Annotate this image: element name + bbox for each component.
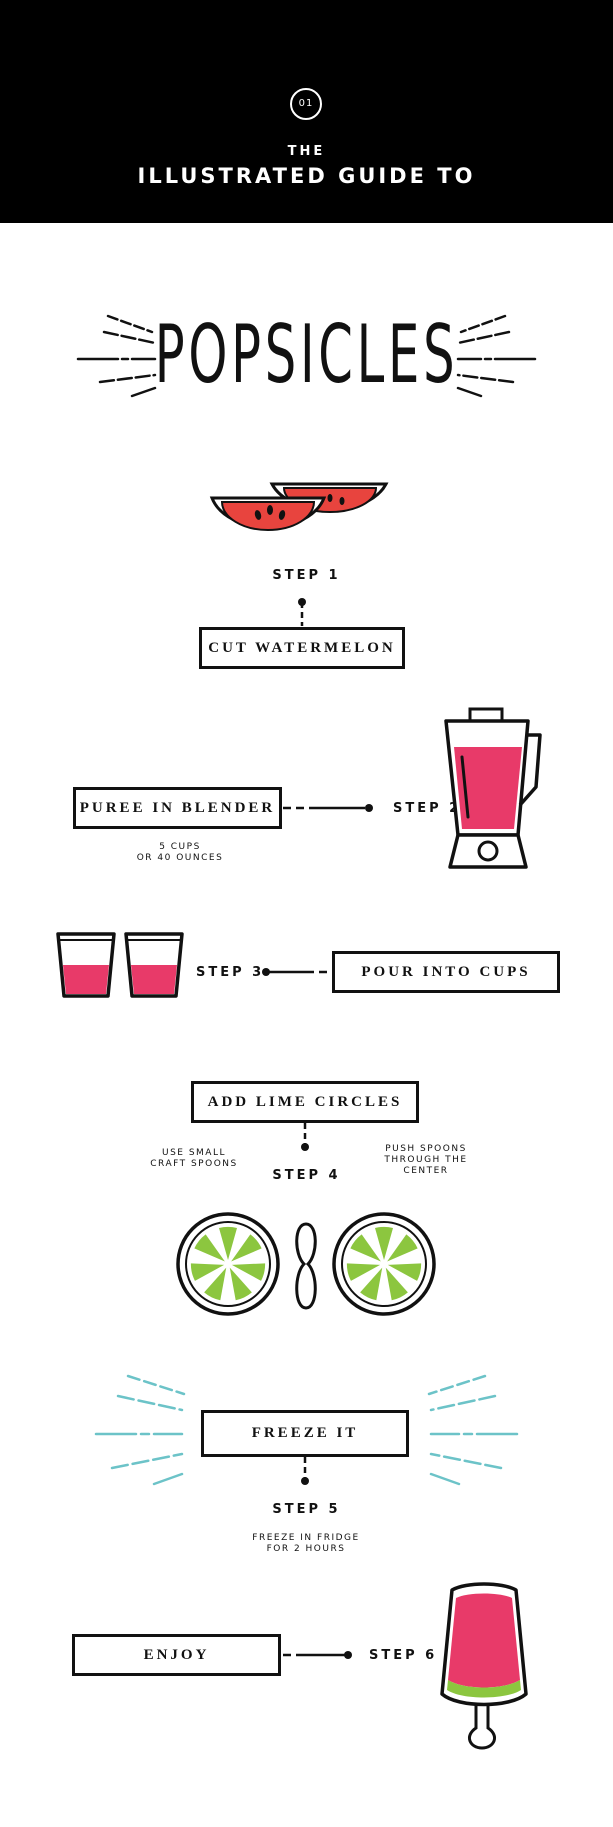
step-5-note: FREEZE IN FRIDGE FOR 2 HOURS	[236, 1533, 376, 1555]
step-5-connector	[301, 1457, 309, 1485]
step-2-action-box: PUREE IN BLENDER	[73, 787, 282, 829]
page-title: POPSICLES	[154, 308, 459, 401]
step-1-connector	[298, 598, 306, 626]
cups-icon	[56, 932, 184, 998]
step-4-note-left-line-1: USE SMALL	[161, 1148, 226, 1158]
step-6-connector	[283, 1651, 352, 1659]
step-4-note-left-line-2: CRAFT SPOONS	[150, 1159, 238, 1169]
step-4-note-right-line-1: PUSH SPOONS	[385, 1144, 467, 1154]
step-1-label: STEP 1	[272, 568, 341, 583]
step-5-action-box: FREEZE IT	[201, 1410, 409, 1457]
issue-number-badge: 01	[290, 88, 322, 120]
header-line-guide: ILLUSTRATED GUIDE TO	[137, 164, 476, 188]
lime-slices-icon	[176, 1212, 436, 1316]
step-6-label: STEP 6	[369, 1648, 438, 1663]
step-4-note-right: PUSH SPOONS THROUGH THE CENTER	[370, 1144, 482, 1177]
blender-icon	[444, 707, 542, 869]
header-line-the: THE	[287, 144, 326, 159]
watermelon-slices-icon	[209, 482, 389, 531]
step-3-action-box: POUR INTO CUPS	[332, 951, 560, 993]
step-2-connector	[283, 804, 373, 812]
step-4-note-right-line-2: THROUGH THE	[384, 1155, 468, 1165]
step-5-note-line-1: FREEZE IN FRIDGE	[252, 1533, 360, 1543]
freeze-burst-icon	[94, 1374, 519, 1486]
left-burst-lines-icon	[76, 314, 537, 398]
step-4-label: STEP 4	[272, 1168, 341, 1183]
step-5-note-line-2: FOR 2 HOURS	[266, 1544, 346, 1554]
step-2-note-line-1: 5 CUPS	[159, 842, 201, 852]
lime-left	[176, 1212, 280, 1316]
step-4-note-right-line-3: CENTER	[403, 1166, 449, 1176]
step-5-label: STEP 5	[272, 1502, 341, 1517]
step-4-note-left: USE SMALL CRAFT SPOONS	[138, 1148, 250, 1170]
step-2-note: 5 CUPS OR 40 OUNCES	[120, 842, 240, 864]
step-4-connector	[301, 1123, 309, 1151]
craft-spoon	[295, 1222, 317, 1310]
step-3-connector	[262, 968, 331, 976]
step-2-note-line-2: OR 40 OUNCES	[136, 853, 224, 863]
popsicle-icon	[440, 1582, 528, 1750]
lime-right	[332, 1212, 436, 1316]
step-3-label: STEP 3	[196, 965, 265, 980]
step-2-label: STEP 2	[393, 801, 462, 816]
step-1-action-box: CUT WATERMELON	[199, 627, 405, 669]
step-6-action-box: ENJOY	[72, 1634, 281, 1676]
step-4-action-box: ADD LIME CIRCLES	[191, 1081, 419, 1123]
